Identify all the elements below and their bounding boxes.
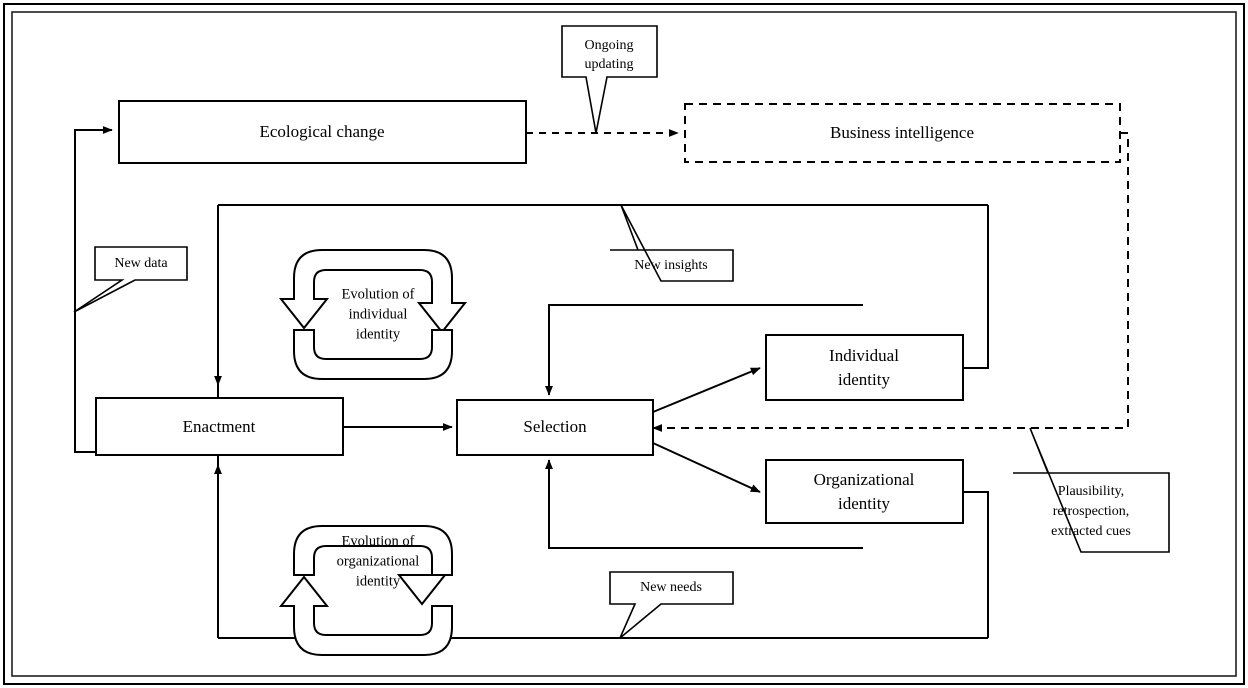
label-individual-identity-line1: Individual xyxy=(829,346,899,365)
callout-new-needs-shape xyxy=(609,571,734,639)
label-business-intelligence: Business intelligence xyxy=(830,123,974,142)
arrow-organizational-identity-to-selection xyxy=(545,459,863,549)
label-organizational-identity-line1: Organizational xyxy=(814,470,915,489)
callout-new-insights[interactable]: New insights xyxy=(610,204,734,282)
callout-ongoing-updating[interactable]: Ongoing updating xyxy=(561,25,658,134)
cycle-organizational-label-line1: Evolution of xyxy=(342,533,415,549)
cycle-organizational-bottom-arc xyxy=(278,575,453,656)
callout-new-insights-shape xyxy=(610,204,734,282)
cycle-organizational-top-arc xyxy=(293,525,453,606)
label-organizational-identity-line2: identity xyxy=(838,494,890,513)
arrow-business-intelligence-to-selection xyxy=(652,132,1129,432)
label-individual-identity-line2: identity xyxy=(838,370,890,389)
cycle-individual-bottom-arc xyxy=(293,329,453,380)
callout-ongoing-updating-shape xyxy=(561,25,658,134)
callout-plausibility-shape xyxy=(1013,427,1170,553)
individual-identity-to-top-rail xyxy=(963,205,989,369)
box-organizational-identity[interactable] xyxy=(765,459,964,524)
arrow-individual-identity-to-selection xyxy=(545,304,863,396)
figure-outer-border xyxy=(3,3,1245,685)
callout-new-insights-line1: New insights xyxy=(634,258,708,273)
label-ecological-change: Ecological change xyxy=(259,122,384,141)
callout-ongoing-updating-line1: Ongoing xyxy=(585,38,634,53)
box-ecological-change[interactable] xyxy=(118,100,527,164)
box-selection[interactable] xyxy=(456,399,654,456)
arrow-enactment-to-ecological-change xyxy=(74,126,113,453)
cycle-individual-label-line3: identity xyxy=(356,326,401,342)
callout-new-data-shape xyxy=(73,246,188,313)
cycle-organizational-label-line3: identity xyxy=(356,573,401,589)
callout-plausibility-line1: Plausibility, xyxy=(1058,484,1124,499)
cycle-individual-label-line2: individual xyxy=(349,306,408,322)
figure-inner-border xyxy=(11,11,1237,677)
callout-new-data[interactable]: New data xyxy=(73,246,188,313)
callout-ongoing-updating-line2: updating xyxy=(585,57,634,72)
callout-new-needs[interactable]: New needs xyxy=(609,571,734,639)
callout-plausibility[interactable]: Plausibility, retrospection, extracted c… xyxy=(1013,427,1170,553)
arrow-selection-to-organizational-identity xyxy=(652,442,761,493)
callout-plausibility-line2: retrospection, xyxy=(1053,504,1130,519)
callout-new-needs-line1: New needs xyxy=(640,580,702,595)
organizational-identity-to-bottom-rail xyxy=(963,491,989,638)
callout-plausibility-line3: extracted cues xyxy=(1051,524,1131,539)
cycle-individual-top-arc xyxy=(278,249,468,334)
cycle-organizational-label-line2: organizational xyxy=(337,553,420,569)
cycle-individual-identity: Evolution of individual identity xyxy=(278,249,468,380)
callout-new-data-line1: New data xyxy=(114,256,168,271)
box-individual-identity[interactable] xyxy=(765,334,964,401)
arrow-selection-to-individual-identity xyxy=(652,367,761,413)
cycle-individual-label-line1: Evolution of xyxy=(342,286,415,302)
label-enactment: Enactment xyxy=(183,417,256,436)
cycle-organizational-identity: Evolution of organizational identity xyxy=(278,525,453,656)
label-selection: Selection xyxy=(523,417,587,436)
